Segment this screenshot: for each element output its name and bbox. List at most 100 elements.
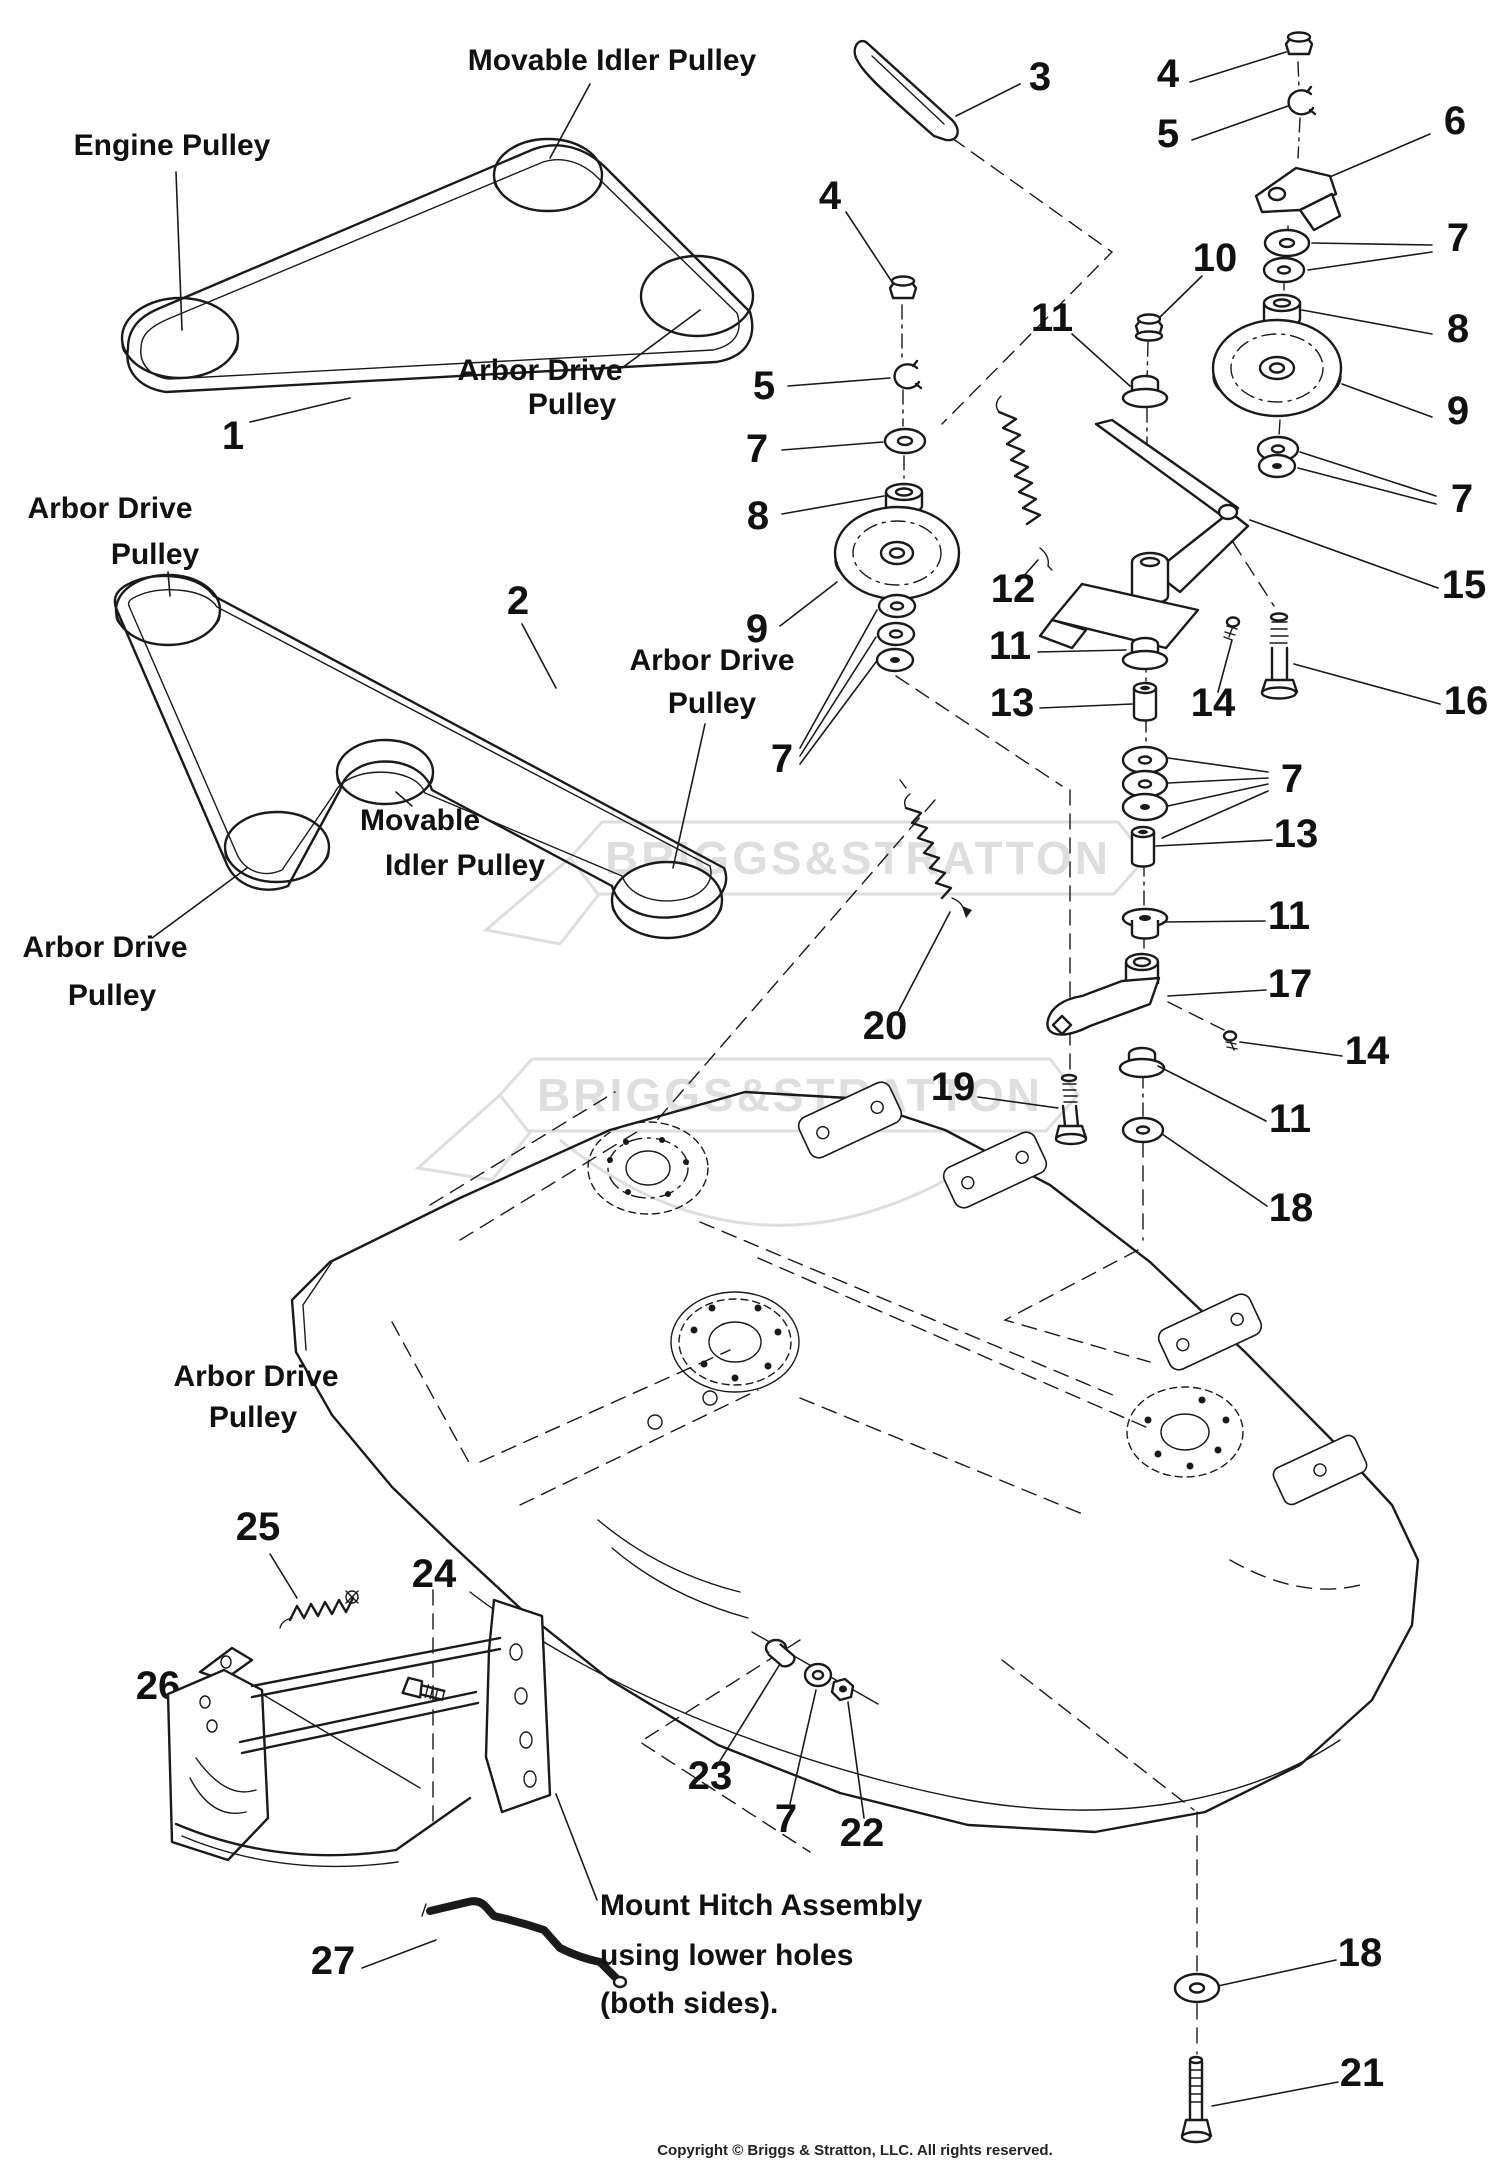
deck-bolt — [647, 1414, 663, 1430]
axis-line — [1297, 117, 1301, 159]
bolt-part-19 — [1054, 1073, 1088, 1146]
callout-11: 11 — [1268, 894, 1310, 938]
leader-line — [555, 1793, 598, 1901]
dashed-line — [638, 1639, 811, 1853]
deck-rail-line — [799, 1397, 1086, 1516]
washer-hole — [1188, 1982, 1206, 1994]
bolt-threads — [1062, 1083, 1078, 1103]
pulley-face — [120, 296, 240, 380]
bolt-head-base — [1054, 1132, 1088, 1146]
plate-hole — [199, 1695, 211, 1709]
callout-7: 7 — [1451, 477, 1473, 521]
leader-line — [787, 377, 891, 387]
screw-threads — [1223, 625, 1238, 641]
leader-line — [151, 867, 248, 939]
leader-line — [1217, 1959, 1337, 1987]
washer-hole — [1135, 1125, 1151, 1135]
note-text: Mount Hitch Assembly — [600, 1889, 923, 1922]
bolt-shank — [1270, 646, 1289, 682]
bolt-hole — [1214, 1446, 1222, 1454]
plate — [942, 1131, 1048, 1209]
pulley-groove — [1230, 333, 1324, 403]
plate-hole — [1015, 1150, 1029, 1165]
cross-rod — [250, 1636, 502, 1699]
mower-deck-drawing: Arbor Drive Pulley — [173, 1081, 1420, 1834]
spring-eye — [345, 1590, 359, 1604]
flanged-bushing-part-11 — [1121, 374, 1169, 409]
leader-line — [175, 171, 183, 331]
washer-hole — [889, 601, 905, 611]
spring-eye-pin — [345, 1590, 359, 1604]
dashed-line — [651, 799, 936, 1127]
axis-line — [1297, 61, 1300, 89]
deck-rail-line — [519, 1389, 759, 1506]
boss-bore — [1132, 956, 1152, 968]
deck-mount-plate — [1272, 1434, 1368, 1506]
callout-20: 20 — [863, 1004, 908, 1048]
front-channel-inner — [181, 1835, 399, 1868]
bolt-tip — [1188, 2055, 1204, 2065]
screw-head — [1222, 1030, 1238, 1042]
bolt-shank — [1188, 2060, 1204, 2122]
washer-part-7 — [883, 427, 927, 455]
plate-hole — [961, 1175, 975, 1190]
belt-inner-edge — [127, 589, 712, 902]
leader-line — [799, 609, 878, 749]
plate-hole — [514, 1687, 528, 1705]
callout-10: 10 — [1193, 236, 1238, 280]
leader-line — [1162, 920, 1266, 923]
spring-coil — [288, 1596, 355, 1622]
leader-line — [1161, 1133, 1268, 1207]
dashed-line — [895, 675, 1063, 787]
belt-inner-edge — [140, 159, 740, 380]
washer-part-18 — [1121, 1116, 1165, 1144]
mount-hitch-part-26 — [166, 1598, 552, 1868]
spindle-bolt-circle — [607, 1137, 689, 1199]
spring-hook — [951, 897, 965, 911]
set-screw-part-14 — [1222, 1030, 1238, 1051]
washer-hole — [1140, 804, 1150, 810]
callout-21: 21 — [1340, 2051, 1385, 2095]
callout-24: 24 — [412, 1552, 457, 1596]
leader-line — [395, 791, 413, 807]
leader-line — [1021, 559, 1039, 579]
spindle-flange — [587, 1121, 709, 1215]
leader-line — [717, 1663, 781, 1765]
leader-line — [1037, 649, 1127, 653]
sleeve-line — [871, 55, 945, 125]
spring-hook — [995, 395, 1002, 413]
callout-7: 7 — [1447, 216, 1469, 260]
bolt-hole — [731, 1374, 739, 1382]
bolt-part-24 — [401, 1676, 446, 1701]
leader-line — [1293, 663, 1441, 705]
callout-5: 5 — [753, 364, 775, 408]
bolt-part-21 — [1180, 2055, 1213, 2144]
tab-hole — [220, 1655, 232, 1669]
leader-line — [1249, 519, 1439, 589]
plate-hole — [509, 1643, 523, 1661]
bolt-hole — [1222, 1416, 1230, 1424]
screw-threads — [1225, 1039, 1238, 1051]
washer-hole — [1137, 755, 1153, 765]
washer-part-7 — [1262, 256, 1306, 284]
spacer-hole — [1138, 829, 1148, 835]
bolt-shank — [1061, 1104, 1080, 1128]
pulley-bore — [1268, 362, 1286, 374]
watermark-swoosh-icon — [559, 1138, 981, 1227]
callout-6: 6 — [1444, 99, 1466, 143]
leader-line — [1217, 639, 1233, 693]
arbor-drive-pulley-label: Arbor Drive — [629, 644, 794, 677]
leader-line — [789, 1689, 817, 1805]
callout-11: 11 — [989, 624, 1031, 668]
plate-hole — [816, 1125, 830, 1140]
front-bracket-arc — [611, 1547, 749, 1619]
bolt-hole — [700, 1360, 708, 1368]
spring-hook — [1039, 547, 1053, 571]
retaining-ring-part-5 — [1287, 85, 1317, 116]
callout-22: 22 — [840, 1811, 885, 1855]
spacer-hole — [1272, 298, 1292, 308]
front-hanger-hardware: 23 7 22 — [688, 1631, 885, 1855]
pulley-bore — [888, 547, 906, 559]
engine-pulley-drawing — [120, 296, 240, 380]
